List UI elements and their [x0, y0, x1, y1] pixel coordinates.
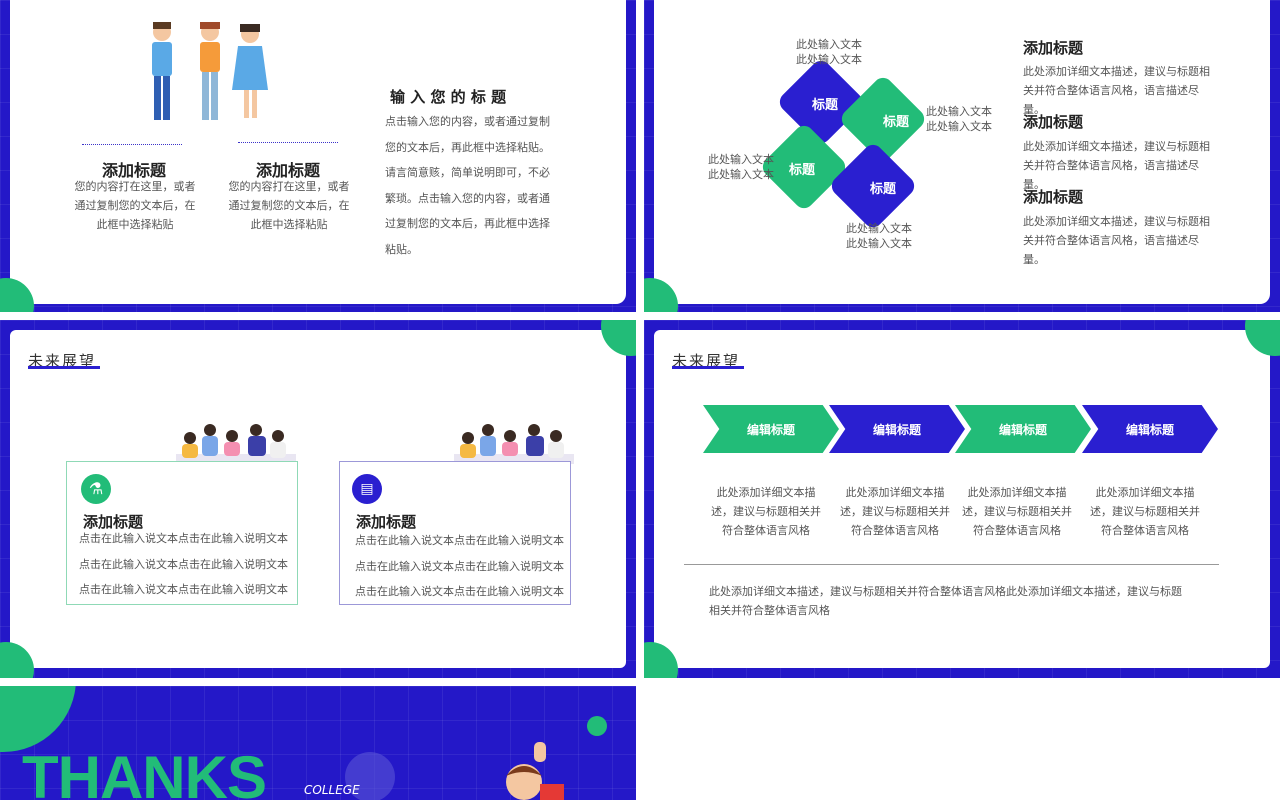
label-right: 此处输入文本 此处输入文本: [926, 105, 992, 133]
item-2-title: 添加标题: [1023, 113, 1084, 131]
box-2-line-3: 点击在此输入说文本点击在此输入说明文本: [355, 585, 564, 598]
diamond-label-4: 标题: [869, 182, 896, 197]
slide-5[interactable]: THANKS COLLEGE: [0, 686, 636, 800]
step-3: 编辑标题: [955, 405, 1091, 453]
slide-2-card: 标题 标题 标题 标题 此处输入文本 此处输入文本 此处输入文本 此处输入文本 …: [654, 0, 1270, 304]
col2-text: 您的内容打在这里，或者通过复制您的文本后，在此框中选择粘贴: [228, 180, 350, 231]
box-1-line-3: 点击在此输入说文本点击在此输入说明文本: [79, 583, 288, 596]
item-2-text: 此处添加详细文本描述，建议与标题相关并符合整体语言风格，语言描述尽量。: [1023, 140, 1210, 191]
team-illustration-2: [454, 424, 574, 464]
slide-3[interactable]: 未来展望 ⚗ 添加标题 点击在此输入说文本点击在此输入说明文本 点击在此输入说文…: [0, 320, 636, 678]
section-heading: 未来展望: [672, 352, 745, 370]
slide-1[interactable]: 添加标题 您的内容打在这里，或者通过复制您的文本后，在此框中选择粘贴 添加标题 …: [0, 0, 636, 312]
box-1-line-1: 点击在此输入说文本点击在此输入说明文本: [79, 532, 288, 545]
students-illustration: [152, 22, 268, 120]
divider-1: [82, 144, 182, 145]
slide-1-card: 添加标题 您的内容打在这里，或者通过复制您的文本后，在此框中选择粘贴 添加标题 …: [10, 0, 626, 304]
flask-icon: ⚗: [81, 474, 111, 504]
slide-4-card: 未来展望 编辑标题 编辑标题 编辑标题 编辑标题 此处添加详细文本描述，建议与标…: [654, 330, 1270, 668]
slide-4[interactable]: 未来展望 编辑标题 编辑标题 编辑标题 编辑标题 此处添加详细文本描述，建议与标…: [644, 320, 1280, 678]
step-1: 编辑标题: [703, 405, 839, 453]
diamond-label-2: 标题: [882, 115, 909, 130]
corner-circle-big: [0, 686, 76, 752]
step-2-desc: 此处添加详细文本描述，建议与标题相关并符合整体语言风格: [840, 486, 950, 537]
box-2-title: 添加标题: [356, 513, 417, 531]
deco-circle: [345, 752, 395, 800]
col1-text: 您的内容打在这里，或者通过复制您的文本后，在此框中选择粘贴: [74, 180, 196, 231]
clipboard-icon: ▤: [352, 474, 382, 504]
label-top: 此处输入文本 此处输入文本: [796, 38, 862, 66]
diamond-label-3: 标题: [788, 163, 815, 178]
step-4: 编辑标题: [1082, 405, 1218, 453]
item-3-text: 此处添加详细文本描述，建议与标题相关并符合整体语言风格，语言描述尽量。: [1023, 215, 1210, 266]
info-box-2: ▤ 添加标题 点击在此输入说文本点击在此输入说明文本 点击在此输入说文本点击在此…: [339, 461, 571, 605]
step-2: 编辑标题: [829, 405, 965, 453]
box-1-line-2: 点击在此输入说文本点击在此输入说明文本: [79, 558, 288, 571]
col1-title: 添加标题: [101, 161, 166, 180]
label-left: 此处输入文本 此处输入文本: [708, 153, 774, 181]
college-text: COLLEGE: [304, 783, 360, 797]
deco-dot: [587, 716, 607, 736]
item-3-title: 添加标题: [1023, 188, 1084, 206]
right-text: 点击输入您的内容，或者通过复制您的文本后，再此框中选择粘贴。请言简意赅，简单说明…: [385, 115, 550, 256]
boy-illustration: [506, 742, 564, 800]
slide-2[interactable]: 标题 标题 标题 标题 此处输入文本 此处输入文本 此处输入文本 此处输入文本 …: [644, 0, 1280, 312]
label-bottom: 此处输入文本 此处输入文本: [846, 222, 912, 250]
box-1-title: 添加标题: [83, 513, 144, 531]
divider-2: [238, 142, 338, 143]
diamond-label-1: 标题: [811, 98, 838, 113]
step-3-desc: 此处添加详细文本描述，建议与标题相关并符合整体语言风格: [962, 486, 1072, 537]
item-1-title: 添加标题: [1023, 39, 1084, 57]
thanks-text: THANKS: [22, 744, 267, 800]
step-4-desc: 此处添加详细文本描述，建议与标题相关并符合整体语言风格: [1090, 486, 1200, 537]
box-2-line-1: 点击在此输入说文本点击在此输入说明文本: [355, 534, 564, 547]
box-2-line-2: 点击在此输入说文本点击在此输入说明文本: [355, 560, 564, 573]
footer-text: 此处添加详细文本描述，建议与标题相关并符合整体语言风格此处添加详细文本描述，建议…: [709, 585, 1182, 617]
step-1-desc: 此处添加详细文本描述，建议与标题相关并符合整体语言风格: [711, 486, 821, 537]
item-1-text: 此处添加详细文本描述，建议与标题相关并符合整体语言风格，语言描述尽量。: [1023, 65, 1210, 116]
right-title: 输 入 您 的 标 题: [390, 88, 507, 106]
slide-3-card: 未来展望 ⚗ 添加标题 点击在此输入说文本点击在此输入说明文本 点击在此输入说文…: [10, 330, 626, 668]
footer-divider: [684, 564, 1219, 565]
section-heading: 未来展望: [28, 352, 101, 370]
col2-title: 添加标题: [255, 161, 320, 180]
info-box-1: ⚗ 添加标题 点击在此输入说文本点击在此输入说明文本 点击在此输入说文本点击在此…: [66, 461, 298, 605]
team-illustration-1: [176, 424, 296, 464]
